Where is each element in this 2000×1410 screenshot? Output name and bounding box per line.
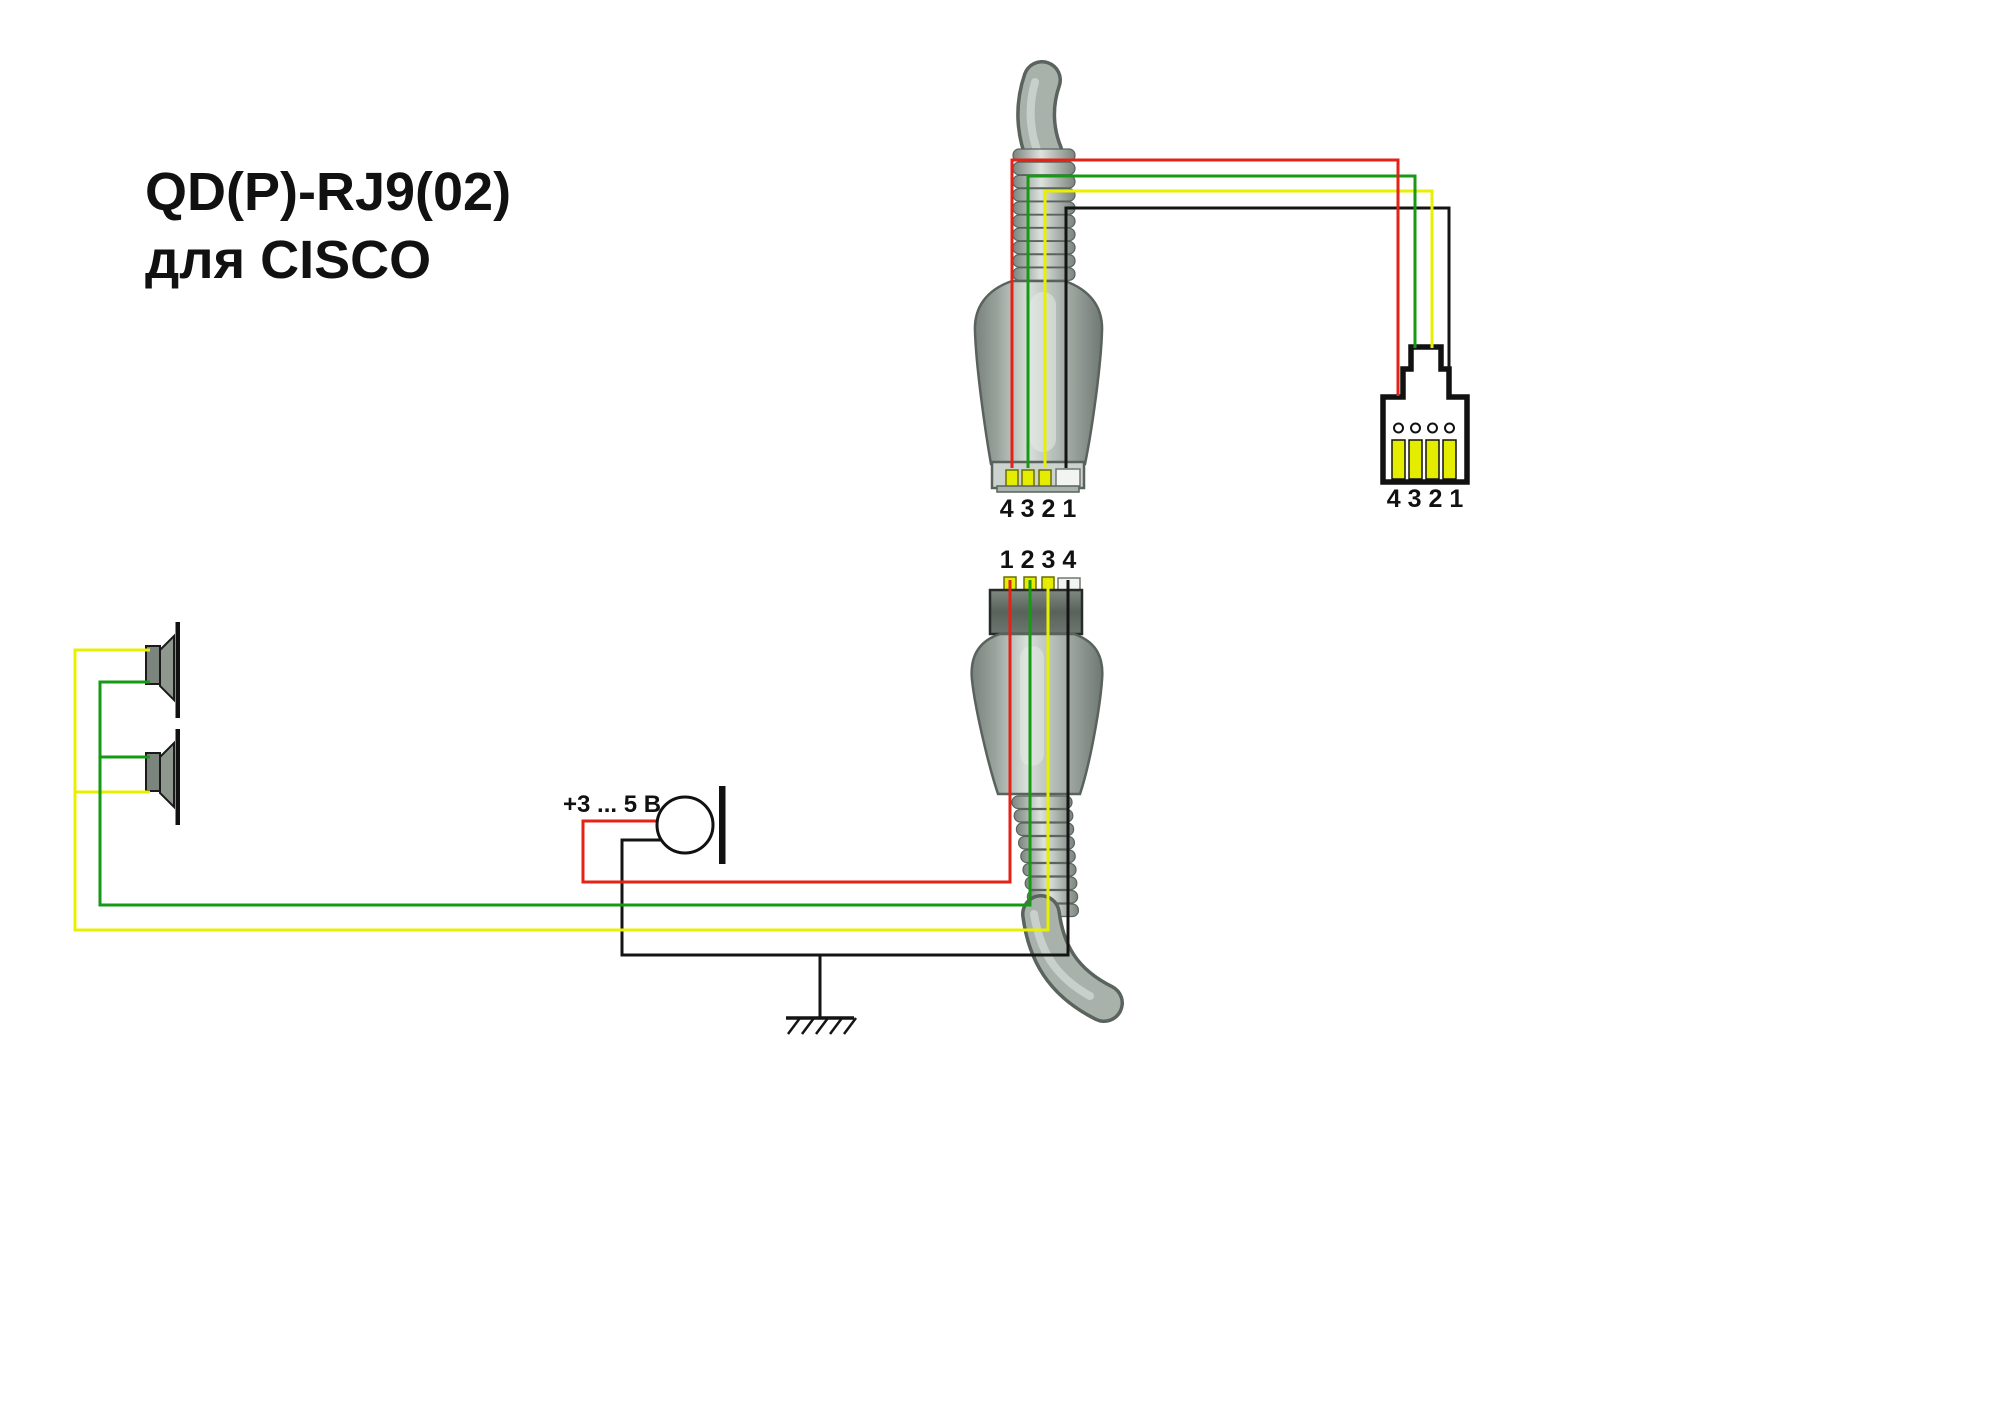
wire-black-plug-to-rj9 xyxy=(1064,206,1451,468)
rj9-connector xyxy=(1380,344,1470,485)
speaker-top xyxy=(145,622,180,718)
speaker-bottom-baffle xyxy=(175,729,180,825)
wire-green-plug-to-rj9 xyxy=(1026,174,1417,468)
wire-black-socket-to-mic xyxy=(620,580,1070,957)
speaker-top-baffle xyxy=(175,622,180,718)
mic-supply-voltage-label: +3 ... 5 В xyxy=(563,791,661,818)
qd-socket-highlight xyxy=(1020,646,1044,766)
microphone-backplate xyxy=(719,786,726,864)
qd-socket-connector xyxy=(970,576,1124,1023)
wire-yellow-plug-to-rj9 xyxy=(1043,189,1434,468)
qd-plug-contact-1-slot xyxy=(1055,468,1081,488)
wire-green-socket-to-speaker-top xyxy=(98,580,1032,907)
qd-socket-pin-numbers: 1 2 3 4 xyxy=(1000,546,1077,574)
qd-plug-contact-4 xyxy=(1005,469,1019,488)
speaker-top-magnet xyxy=(145,645,161,685)
rj9-wire-hole-3 xyxy=(1410,422,1421,434)
rj9-wire-hole-4 xyxy=(1393,422,1404,434)
wire-yellow-socket-to-speaker-top xyxy=(73,580,1050,932)
qd-socket-cable xyxy=(1021,894,1124,1023)
ground-symbol xyxy=(786,1016,857,1035)
qd-plug-highlight xyxy=(1030,292,1056,452)
rj9-wire-hole-1 xyxy=(1444,422,1455,434)
speaker-bottom-cone xyxy=(159,740,175,810)
speaker-top-cone xyxy=(159,633,175,703)
microphone-symbol xyxy=(655,786,726,864)
qd-plug-connector xyxy=(973,60,1104,493)
wire-red-socket-to-mic xyxy=(581,580,1012,884)
speaker-bottom-magnet xyxy=(145,752,161,792)
diagram-title-line1: QD(P)-RJ9(02) xyxy=(145,162,511,222)
diagram-title-line2: для CISCO xyxy=(145,230,431,290)
microphone-capsule xyxy=(655,795,715,855)
qd-plug-cable xyxy=(1016,60,1064,174)
rj9-pin-numbers: 4 3 2 1 xyxy=(1387,485,1464,513)
rj9-pin-3 xyxy=(1408,439,1423,480)
qd-plug-contact-3 xyxy=(1021,469,1035,488)
qd-plug-contact-2 xyxy=(1038,469,1052,488)
qd-plug-base-lip xyxy=(996,485,1080,493)
rj9-pin-2 xyxy=(1425,439,1440,480)
qd-plug-pin-numbers: 4 3 2 1 xyxy=(1000,495,1077,523)
wire-red-plug-to-rj9 xyxy=(1010,158,1400,468)
rj9-wire-hole-2 xyxy=(1427,422,1438,434)
rj9-pin-4 xyxy=(1391,439,1406,480)
rj9-pin-1 xyxy=(1442,439,1457,480)
speaker-bottom xyxy=(145,729,180,825)
